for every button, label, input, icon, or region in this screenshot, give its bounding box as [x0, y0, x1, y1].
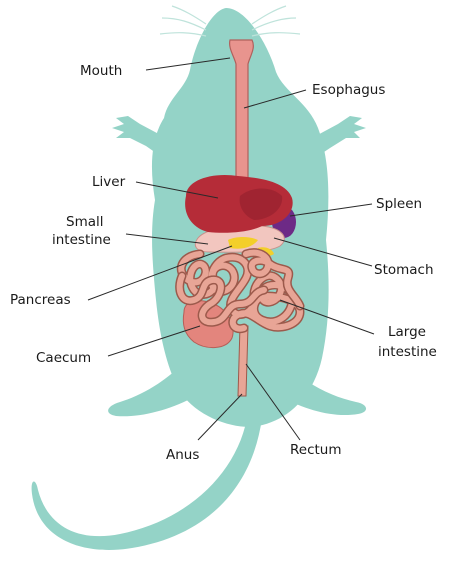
mouse-right-front-paw	[312, 116, 366, 160]
label-mouth: Mouth	[80, 63, 122, 79]
label-liver: Liver	[92, 174, 126, 190]
label-rectum: Rectum	[290, 442, 342, 458]
label-stomach: Stomach	[374, 262, 434, 278]
label-anus: Anus	[166, 447, 199, 463]
label-large-intestine-line2: intestine	[378, 344, 437, 360]
label-esophagus: Esophagus	[312, 82, 385, 98]
label-small-intestine-line1: Small	[66, 214, 104, 230]
label-large-intestine-line1: Large	[388, 324, 426, 340]
label-pancreas: Pancreas	[10, 292, 71, 308]
label-small-intestine-line2: intestine	[52, 232, 111, 248]
label-caecum: Caecum	[36, 350, 91, 366]
rectum-organ	[238, 326, 248, 396]
label-spleen: Spleen	[376, 196, 422, 212]
mouse-tail	[32, 412, 262, 550]
mouse-right-hind-foot	[284, 376, 366, 415]
mouse-left-front-paw	[112, 116, 170, 160]
